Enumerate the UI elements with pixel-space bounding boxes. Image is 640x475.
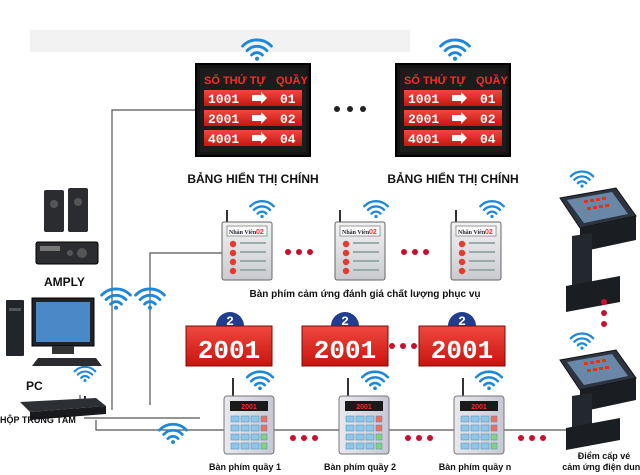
- eval-screen-label: Nhân Viên: [342, 230, 370, 236]
- arrow-right-icon: [252, 132, 267, 144]
- counter-number: 2001: [198, 336, 260, 366]
- central-box-label: HỘP TRUNG TÂM: [0, 414, 76, 425]
- counter-badge: 2: [341, 314, 349, 329]
- display-row-counter: 01: [280, 92, 296, 107]
- display-header-counter: QUẦY: [476, 74, 508, 87]
- counter-number: 2001: [431, 336, 493, 366]
- wifi-icon: [479, 200, 505, 218]
- eval-screen-value: 02: [256, 229, 264, 236]
- counter-keypad-label: Bàn phím quầy n: [439, 462, 512, 472]
- amplifier: [35, 241, 99, 265]
- wifi-icon: [474, 370, 504, 390]
- ellipsis-dots: [285, 249, 313, 255]
- kiosk-label-line1: Điểm cấp vé: [578, 451, 631, 461]
- connection-lines: [79, 109, 600, 431]
- display-row-ticket: 2001: [208, 112, 239, 127]
- main-display-title: BẢNG HIỂN THỊ CHÍNH: [387, 171, 518, 186]
- wifi-icon: [245, 370, 275, 390]
- evaluation-keypad-1: Nhân Viên 02: [221, 210, 273, 281]
- counter-display-3: 2 2001: [418, 312, 506, 367]
- arrow-right-icon: [252, 112, 267, 124]
- wifi-icon: [249, 200, 275, 218]
- keypad-screen: 2001: [241, 404, 257, 411]
- counter-badge: 2: [226, 314, 234, 329]
- eval-screen-label: Nhân Viên: [229, 230, 257, 236]
- wifi-icon: [569, 332, 595, 350]
- main-display-title: BẢNG HIỂN THỊ CHÍNH: [187, 171, 318, 186]
- counter-keypad-label: Bàn phím quầy 2: [324, 462, 396, 472]
- ellipsis-dots: [601, 299, 607, 327]
- counter-display-2: 2 2001: [301, 312, 389, 367]
- display-row-counter: 04: [280, 132, 296, 147]
- keypad-screen: 2001: [471, 404, 487, 411]
- ellipsis-dots: [290, 435, 318, 441]
- display-row-counter: 04: [480, 132, 496, 147]
- evaluation-keypad-2: Nhân Viên 02: [334, 210, 386, 281]
- display-row-ticket: 1001: [208, 92, 239, 107]
- counter-number: 2001: [314, 336, 376, 366]
- amply-label: AMPLY: [44, 275, 85, 289]
- display-row-counter: 02: [480, 112, 496, 127]
- ellipsis-dots: [405, 435, 433, 441]
- counter-keypad-3: 2001 Bàn phím quầy n: [439, 378, 512, 472]
- kiosk-top: [559, 187, 637, 312]
- display-row-ticket: 1001: [408, 92, 439, 107]
- counter-keypad-label: Bàn phím quầy 1: [209, 462, 281, 472]
- background-watermark: [30, 30, 410, 52]
- ellipsis-dots: [334, 106, 366, 112]
- wifi-icon: [73, 365, 97, 382]
- kiosk-label-line2: cảm ứng điện dung: [562, 462, 640, 472]
- wifi-icon: [100, 287, 132, 310]
- display-row-ticket: 4001: [208, 132, 239, 147]
- kiosk-bottom: [559, 349, 637, 450]
- wifi-icon: [569, 170, 595, 188]
- counter-display-1: 2 2001: [185, 312, 273, 367]
- main-display-1: SỐ THỨ TỰ QUẦY 1001 01 2001 02 4001 04 B…: [187, 63, 319, 186]
- eval-screen-value: 02: [485, 229, 493, 236]
- counter-keypad-1: 2001 Bàn phím quầy 1: [209, 378, 281, 472]
- main-display-2: SỐ THỨ TỰ QUẦY 1001 01 2001 02 4001 04 B…: [387, 63, 519, 186]
- arrow-right-icon: [452, 132, 467, 144]
- display-header-ticket: SỐ THỨ TỰ: [404, 73, 467, 87]
- wifi-icon: [360, 370, 390, 390]
- evaluation-keypad-3: Nhân Viên 02: [450, 210, 502, 281]
- wifi-icon: [158, 422, 188, 444]
- ellipsis-dots: [401, 249, 429, 255]
- pc-label: PC: [26, 379, 43, 393]
- ellipsis-dots: [389, 343, 417, 349]
- arrow-right-icon: [452, 112, 467, 124]
- arrow-right-icon: [252, 92, 267, 104]
- display-header-counter: QUẦY: [276, 74, 308, 87]
- display-row-counter: 02: [280, 112, 296, 127]
- eval-screen-label: Nhân Viên: [458, 230, 486, 236]
- speakers: [44, 188, 88, 232]
- display-row-counter: 01: [480, 92, 496, 107]
- keypad-screen: 2001: [356, 404, 372, 411]
- evaluation-keypads-caption: Bàn phím cảm ứng đánh giá chất lượng phụ…: [249, 288, 480, 300]
- pc: [6, 297, 102, 366]
- ellipsis-dots: [518, 435, 546, 441]
- counter-keypad-2: 2001 Bàn phím quầy 2: [324, 378, 396, 472]
- counter-badge: 2: [458, 314, 466, 329]
- central-box: [20, 396, 106, 420]
- display-row-ticket: 4001: [408, 132, 439, 147]
- wifi-icon: [363, 200, 389, 218]
- display-row-ticket: 2001: [408, 112, 439, 127]
- eval-screen-value: 02: [369, 229, 377, 236]
- arrow-right-icon: [452, 92, 467, 104]
- wifi-icon: [439, 38, 471, 61]
- display-header-ticket: SỐ THỨ TỰ: [204, 73, 267, 87]
